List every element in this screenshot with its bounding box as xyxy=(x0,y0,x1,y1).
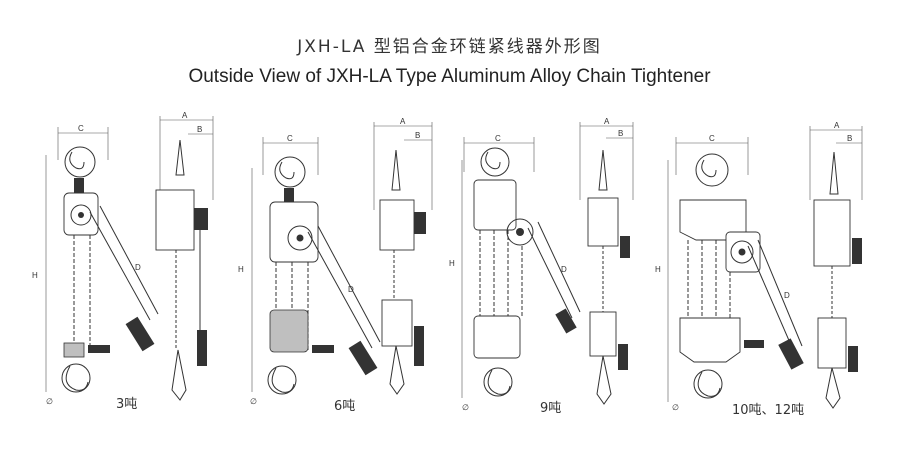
caption-9t: 9吨 xyxy=(540,401,561,416)
english-title: Outside View of JXH-LA Type Aluminum All… xyxy=(188,66,711,87)
model-6t-side-view: A B xyxy=(373,117,433,395)
dim-h-label: H xyxy=(238,265,244,274)
caption-6t: 6吨 xyxy=(334,399,355,414)
model-10t-12t-front-view: C H D ∅ xyxy=(655,134,804,412)
dim-a-label: A xyxy=(604,117,610,126)
model-3t-front-view: C H D ∅ xyxy=(32,124,159,406)
dim-d-label: D xyxy=(784,291,790,300)
model-9t-side-view: A B xyxy=(579,117,634,405)
dim-b-label: B xyxy=(618,129,623,138)
dim-b-label: B xyxy=(415,131,420,140)
dim-a-label: A xyxy=(834,121,840,130)
dim-a-label: A xyxy=(182,111,188,120)
dim-a-label: A xyxy=(400,117,406,126)
dim-d-label: D xyxy=(348,285,354,294)
dim-h-label: H xyxy=(449,259,455,268)
caption-10t-12t: 10吨、12吨 xyxy=(732,403,804,418)
model-3t-side-view: A B xyxy=(155,111,214,401)
dim-b-label: B xyxy=(197,125,202,134)
dim-b-label: B xyxy=(847,134,852,143)
dim-d-label: D xyxy=(561,265,567,274)
model-9t-front-view: C H D ∅ xyxy=(449,134,581,412)
dim-c-label: C xyxy=(495,134,501,143)
model-6t-front-view: C H D ∅ xyxy=(238,134,381,406)
dim-phi-label: ∅ xyxy=(462,403,469,412)
dim-h-label: H xyxy=(32,271,38,280)
chinese-title: JXH-LA 型铝合金环链紧线器外形图 xyxy=(297,37,602,57)
dim-phi-label: ∅ xyxy=(46,397,53,406)
dim-c-label: C xyxy=(709,134,715,143)
caption-3t: 3吨 xyxy=(116,397,137,412)
model-10t-12t-side-view: A B xyxy=(809,121,863,409)
dim-d-label: D xyxy=(135,263,141,272)
dim-c-label: C xyxy=(78,124,84,133)
dim-phi-label: ∅ xyxy=(672,403,679,412)
dim-phi-label: ∅ xyxy=(250,397,257,406)
dim-c-label: C xyxy=(287,134,293,143)
dim-h-label: H xyxy=(655,265,661,274)
